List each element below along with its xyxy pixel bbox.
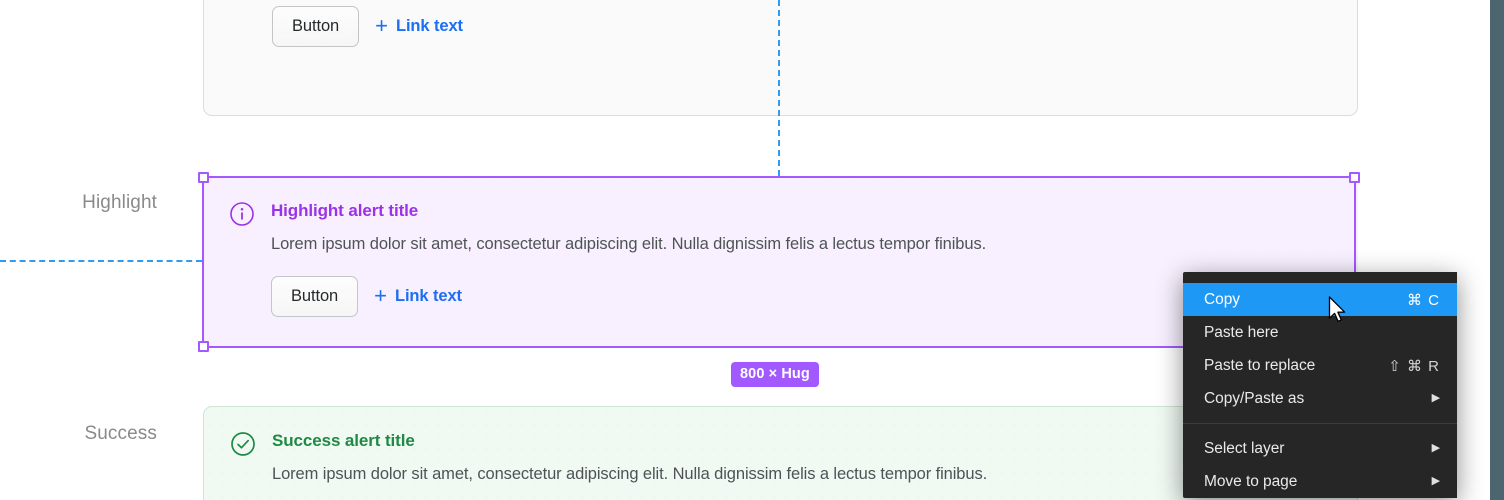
chevron-right-icon: ▶ <box>1431 442 1440 454</box>
alert-link-label: Link text <box>395 17 463 35</box>
alert-actions: Button + Link text <box>272 6 1331 47</box>
menu-item-shortcut: ⇧ ⌘ R <box>1388 357 1440 375</box>
menu-item-label: Select layer <box>1204 439 1285 457</box>
menu-item-label: Paste here <box>1204 323 1279 341</box>
menu-item-paste-here[interactable]: Paste here <box>1183 316 1457 349</box>
alert-button[interactable]: Button <box>272 6 360 47</box>
chevron-right-icon: ▶ <box>1431 475 1440 487</box>
menu-item-copy[interactable]: Copy ⌘ C <box>1183 283 1457 316</box>
selection-size-badge: 800 × Hug <box>731 362 819 387</box>
plus-icon: + <box>374 282 387 308</box>
menu-item-shortcut: ⌘ C <box>1407 291 1440 309</box>
smart-guide-vertical <box>778 0 780 176</box>
alert-description: Lorem ipsum dolor sit amet, consectetur … <box>271 235 987 253</box>
smart-guide-horizontal <box>0 260 202 262</box>
alert-body: Highlight alert title Lorem ipsum dolor … <box>271 199 1332 317</box>
menu-item-move-to-page[interactable]: Move to page ▶ <box>1183 465 1457 498</box>
alert-button[interactable]: Button <box>271 276 359 317</box>
right-edge-strip <box>1490 0 1504 500</box>
plus-icon: + <box>375 12 388 38</box>
menu-item-label: Copy/Paste as <box>1204 389 1305 407</box>
alert-link[interactable]: + Link text <box>374 282 462 308</box>
alert-link-label: Link text <box>394 287 462 305</box>
check-circle-icon <box>230 431 256 457</box>
alert-link[interactable]: + Link text <box>375 12 463 38</box>
info-circle-icon <box>229 201 255 227</box>
alert-card-neutral[interactable]: Lorem ipsum dolor sit amet, consectetur … <box>203 0 1358 116</box>
menu-separator <box>1183 423 1457 424</box>
alert-body: Success alert title Lorem ipsum dolor si… <box>272 429 1331 500</box>
menu-item-paste-to-replace[interactable]: Paste to replace ⇧ ⌘ R <box>1183 349 1457 382</box>
alert-title: Highlight alert title <box>271 201 419 220</box>
row-label-highlight: Highlight <box>82 192 157 213</box>
chevron-right-icon: ▶ <box>1431 392 1440 404</box>
row-label-success: Success <box>84 423 157 444</box>
alert-body: Lorem ipsum dolor sit amet, consectetur … <box>272 0 1331 47</box>
alert-description: Lorem ipsum dolor sit amet, consectetur … <box>272 465 988 483</box>
alert-actions: Button + Link text <box>271 276 1332 317</box>
menu-item-copy-paste-as[interactable]: Copy/Paste as ▶ <box>1183 382 1457 415</box>
menu-item-label: Move to page <box>1204 472 1298 490</box>
menu-item-label: Paste to replace <box>1204 356 1316 374</box>
alert-title: Success alert title <box>272 431 415 450</box>
menu-item-label: Copy <box>1204 290 1240 308</box>
context-menu[interactable]: Copy ⌘ C Paste here Paste to replace ⇧ ⌘… <box>1183 272 1457 498</box>
menu-item-select-layer[interactable]: Select layer ▶ <box>1183 432 1457 465</box>
